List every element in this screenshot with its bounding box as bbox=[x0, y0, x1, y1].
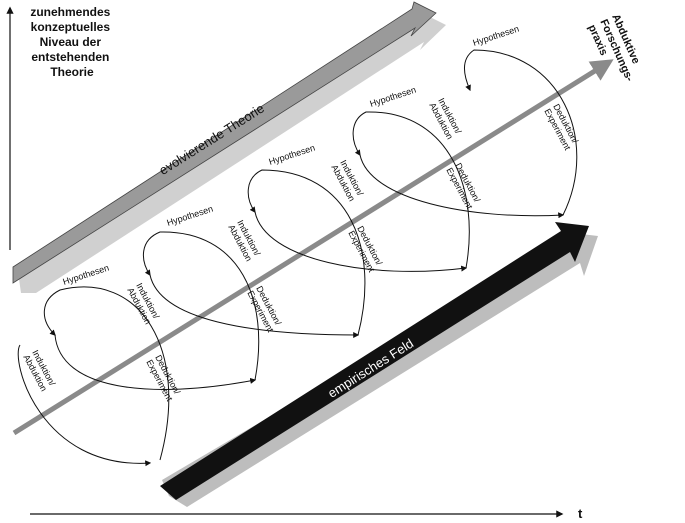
deduktion-label: Deduktion/ Experiment bbox=[144, 353, 183, 403]
y-axis-label: zunehmendes konzeptuelles Niveau der ent… bbox=[30, 5, 113, 79]
loop-1-lower bbox=[17, 344, 152, 467]
loop-2-upper bbox=[142, 231, 260, 381]
loop-3-upper bbox=[247, 169, 366, 336]
induktion-label: Induktion/ Abduktion bbox=[226, 218, 263, 264]
theory-arrow-body bbox=[12, 1, 437, 284]
deduktion-label: Deduktion/ Experiment bbox=[444, 161, 483, 211]
y-axis-label-line-4: entstehenden bbox=[31, 50, 109, 64]
y-axis-label-line-2: konzeptuelles bbox=[31, 20, 111, 34]
y-axis-label-line-3: Niveau der bbox=[40, 35, 102, 49]
field-arrow-body bbox=[160, 222, 589, 500]
induktion-label: Induktion/ Abduktion bbox=[125, 281, 162, 327]
hypothesen-label: Hypothesen bbox=[472, 24, 521, 48]
hypothesen-label: Hypothesen bbox=[166, 204, 215, 228]
loop-2-lower bbox=[54, 334, 257, 391]
abductive-practice-label: Abduktive Forschungs- praxis bbox=[586, 12, 649, 91]
loop-4-lower bbox=[254, 211, 468, 272]
deduktion-label: Deduktion/ Experiment bbox=[245, 284, 284, 334]
loop-5-lower bbox=[359, 154, 565, 219]
abductive-practice-arrow bbox=[12, 59, 614, 436]
hypothesen-labels: Hypothesen Hypothesen Hypothesen Hypothe… bbox=[62, 24, 521, 287]
induktion-label: Induktion/ Abduktion bbox=[21, 348, 58, 394]
deduktion-label: Deduktion/ Experiment bbox=[542, 102, 581, 152]
spiral bbox=[17, 49, 578, 467]
x-axis-label: t bbox=[578, 506, 583, 521]
loop-1-upper bbox=[43, 286, 170, 461]
theory-arrow-shadow bbox=[19, 14, 446, 293]
y-axis-label-line-5: Theorie bbox=[50, 65, 94, 79]
y-axis-label-line-1: zunehmendes bbox=[30, 5, 110, 19]
hypothesen-label: Hypothesen bbox=[268, 143, 317, 167]
loop-4-upper bbox=[352, 111, 470, 269]
loop-3-lower bbox=[149, 274, 360, 338]
loop-5-upper bbox=[464, 49, 578, 216]
hypothesen-label: Hypothesen bbox=[369, 85, 418, 109]
